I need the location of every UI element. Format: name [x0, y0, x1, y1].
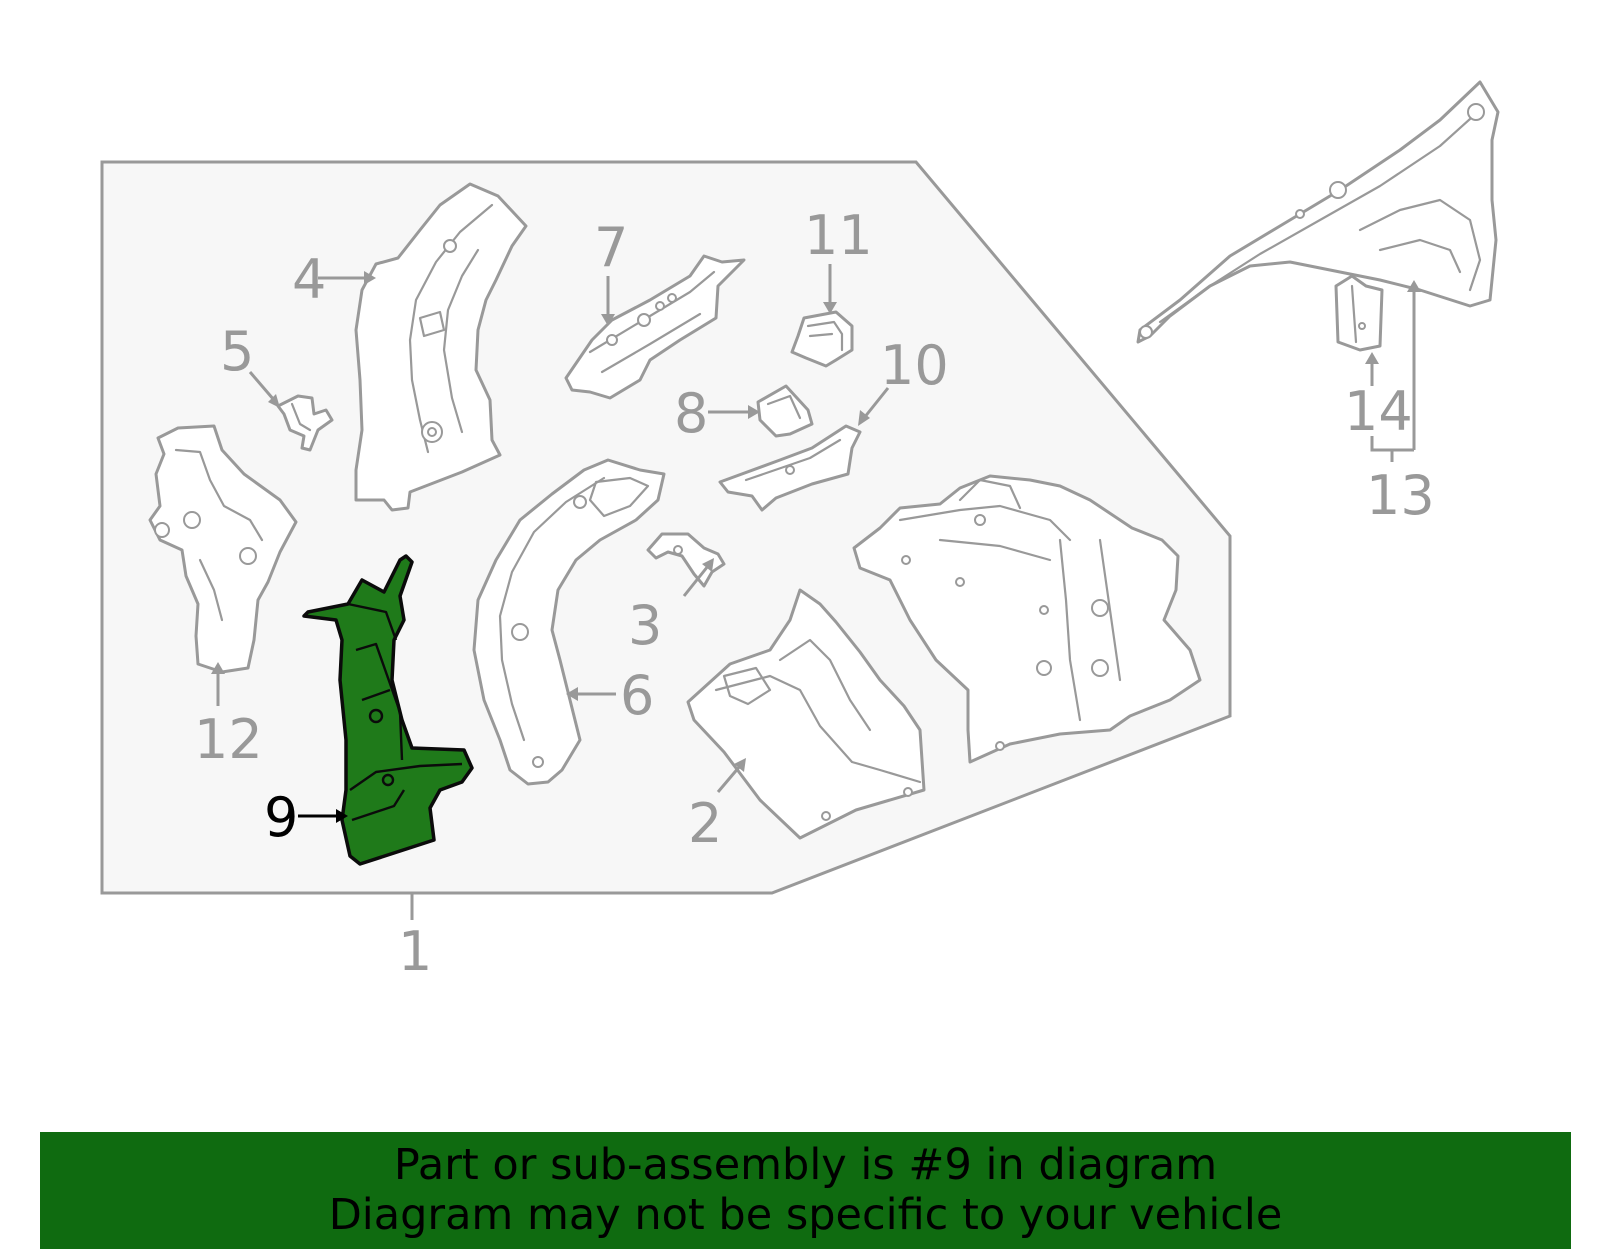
part-10[interactable] [718, 424, 862, 512]
part-4[interactable] [354, 182, 528, 512]
callout-10: 10 [880, 334, 949, 397]
part-9-highlighted[interactable] [302, 554, 474, 866]
banner-line-part: Part or sub-assembly is #9 in diagram [393, 1140, 1218, 1190]
info-banner: Part or sub-assembly is #9 in diagram Di… [40, 1132, 1571, 1249]
callout-4: 4 [292, 248, 326, 311]
callout-9: 9 [264, 786, 298, 849]
callout-6: 6 [620, 664, 654, 727]
callout-2: 2 [688, 792, 722, 855]
part-7[interactable] [564, 254, 746, 400]
callout-5: 5 [220, 320, 254, 383]
banner-line-disclaimer: Diagram may not be specific to your vehi… [328, 1190, 1283, 1240]
part-13[interactable] [1136, 80, 1500, 344]
callout-13: 13 [1366, 464, 1435, 527]
part-11[interactable] [790, 310, 854, 368]
callout-12: 12 [194, 708, 263, 771]
part-1-body[interactable] [852, 474, 1202, 764]
callout-8: 8 [674, 382, 708, 445]
part-12[interactable] [148, 424, 298, 674]
part-14[interactable] [1334, 274, 1384, 352]
part-8[interactable] [756, 384, 814, 438]
callout-7: 7 [594, 216, 628, 279]
callout-1: 1 [398, 920, 432, 983]
callout-14: 14 [1344, 380, 1413, 443]
part-5[interactable] [276, 394, 334, 452]
callout-3: 3 [628, 594, 662, 657]
callout-11: 11 [804, 204, 873, 267]
part-2[interactable] [686, 588, 926, 840]
part-6[interactable] [472, 458, 666, 786]
leaders [211, 264, 1421, 920]
